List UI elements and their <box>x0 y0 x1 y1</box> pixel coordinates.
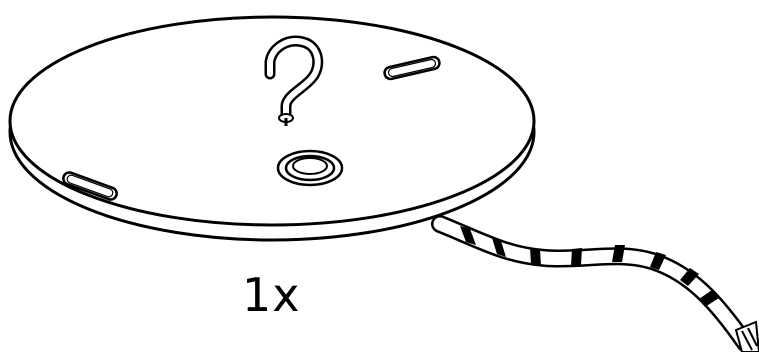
cable-grommet <box>276 149 344 187</box>
power-cord <box>431 215 759 352</box>
mounting-slot-right <box>383 55 441 81</box>
mounting-slot-left <box>62 171 118 201</box>
hook-icon <box>264 35 324 126</box>
canopy-plate <box>8 15 536 242</box>
quantity-label: 1x <box>242 268 301 322</box>
cord-twist-stripes <box>460 226 719 307</box>
cord-wire-ends <box>734 320 759 352</box>
